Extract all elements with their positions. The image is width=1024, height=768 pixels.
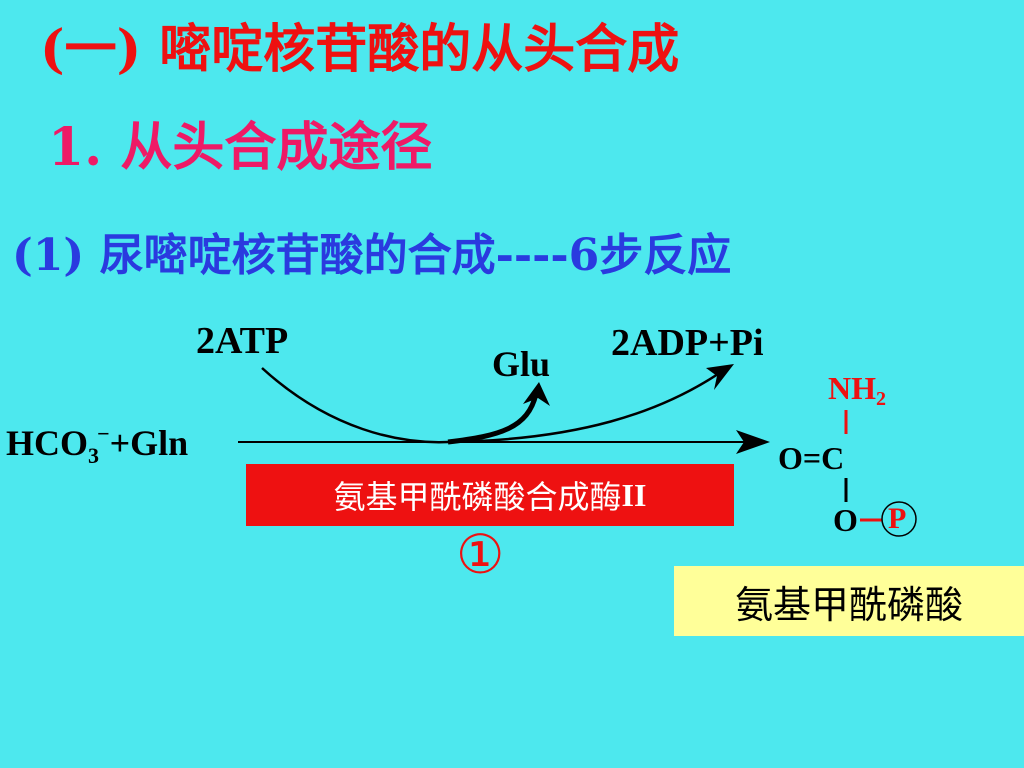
adp-arrowhead (706, 364, 734, 390)
ester-oxygen: O (833, 502, 858, 538)
carbonyl-group: O=C (778, 440, 845, 476)
reactant-label: HCO3−+Gln (6, 423, 188, 467)
glu-label: Glu (492, 344, 551, 384)
glu-arrowhead (523, 382, 550, 406)
adp-curve (447, 372, 719, 444)
phosphate-label: P (888, 502, 907, 535)
atp-curve (261, 367, 449, 444)
step-number: ① (456, 523, 505, 586)
atp-label: 2ATP (196, 320, 289, 362)
reactant-hco: HCO (6, 423, 89, 463)
amino-subscript: 2 (876, 388, 886, 410)
reactant-subscript: 3 (88, 443, 100, 468)
product-name-box: 氨基甲酰磷酸 (674, 566, 1024, 636)
enzyme-roman: II (621, 476, 647, 513)
glu-curve (447, 393, 539, 445)
slide-title: (一) 嘧啶核苷酸的从头合成 (40, 19, 680, 80)
reactant-gln: +Gln (109, 423, 189, 463)
section-heading: (1) 尿嘧啶核苷酸的合成----6步反应 (12, 230, 732, 281)
product-name: 氨基甲酰磷酸 (734, 582, 963, 627)
amino-nh: NH (828, 370, 876, 406)
amino-group: NH2 (828, 372, 886, 409)
phosphate-circle (881, 501, 917, 537)
reactant-superscript: − (97, 421, 110, 446)
slide-subtitle: 1. 从头合成途径 (48, 117, 433, 178)
enzyme-name: 氨基甲酰磷酸合成酶 (333, 478, 622, 516)
main-arrowhead (736, 430, 770, 454)
adp-label: 2ADP+Pi (611, 322, 764, 364)
